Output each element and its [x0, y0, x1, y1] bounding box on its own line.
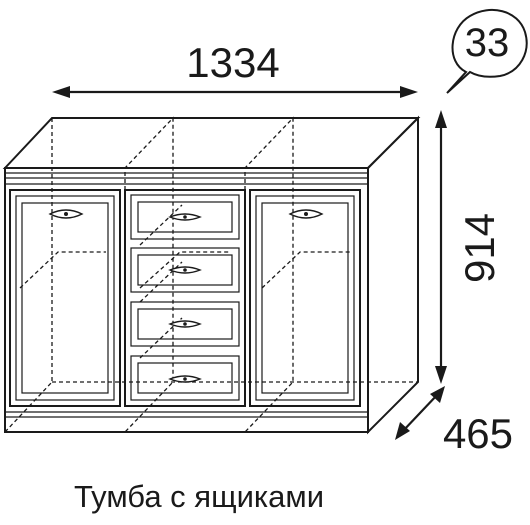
arrow-right-icon — [400, 86, 418, 98]
item-number-text: 33 — [465, 21, 510, 65]
height-dimension: 914 — [435, 110, 503, 384]
width-dimension: 1334 — [52, 39, 418, 98]
door-handle-icon — [288, 209, 324, 219]
product-caption: Тумба с ящиками — [74, 479, 324, 514]
depth-dimension-label: 465 — [443, 410, 513, 457]
door-handle-icon — [48, 209, 84, 219]
drawer-3 — [130, 301, 240, 347]
width-dimension-label: 1334 — [186, 39, 279, 86]
arrow-up-icon — [435, 110, 447, 128]
drawer-1 — [130, 194, 240, 240]
cabinet-drawing — [2, 115, 421, 435]
right-door — [249, 189, 361, 407]
drawer-4 — [130, 355, 240, 401]
height-dimension-label: 914 — [456, 213, 503, 283]
item-number-badge: 33 — [446, 8, 528, 94]
depth-dimension: 465 — [395, 386, 513, 457]
arrow-left-icon — [52, 86, 70, 98]
arrow-down-left-icon — [395, 422, 410, 440]
left-door — [9, 189, 121, 407]
drawer-2 — [130, 247, 240, 293]
drawer-column — [124, 189, 246, 407]
arrow-up-right-icon — [430, 386, 445, 403]
arrow-down-icon — [435, 366, 447, 384]
